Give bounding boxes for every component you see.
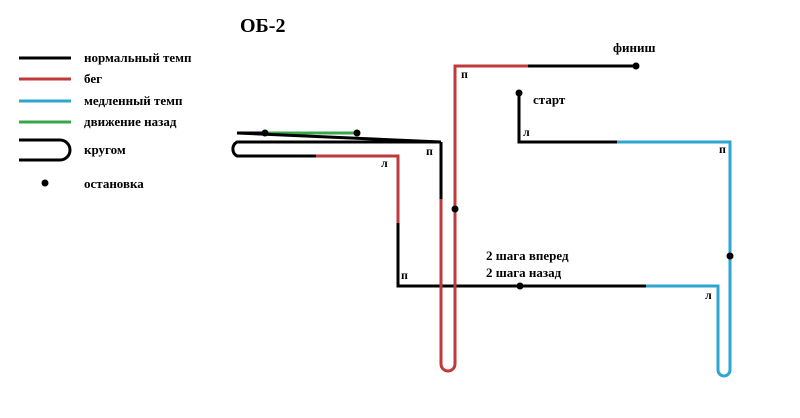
- route-turnaround-loop: [231, 140, 441, 158]
- diagram-title: ОБ-2: [240, 15, 285, 37]
- legend-label-run: бег: [84, 71, 102, 86]
- legend-label-slow: медленный темп: [84, 93, 183, 108]
- stop-dot-blue: [726, 252, 734, 260]
- route-run-segment-2: [439, 64, 528, 373]
- turn-marker-right-1: п: [426, 144, 433, 158]
- finish-dot: [632, 62, 640, 70]
- legend-label-back: движение назад: [84, 114, 177, 129]
- route-normal-segment-1: [236, 131, 442, 144]
- stop-dot-steps: [516, 282, 524, 290]
- start-label: старт: [533, 92, 566, 107]
- stop-dot-green-right: [353, 129, 361, 137]
- turn-marker-right-3: п: [719, 142, 726, 156]
- route-run-segment-1: [316, 154, 400, 223]
- route-normal-segment-5: [517, 93, 617, 144]
- legend-label-stop: остановка: [84, 176, 144, 191]
- route-slow-segment: [617, 140, 732, 378]
- legend: нормальный темп бег медленный темп движе…: [19, 50, 192, 191]
- route-normal-segment-3: [396, 223, 646, 288]
- turn-marker-left-2: л: [523, 125, 530, 139]
- turn-marker-right-4: п: [401, 268, 408, 282]
- start-dot: [515, 89, 523, 97]
- stop-dot-crossing: [451, 205, 459, 213]
- legend-label-normal: нормальный темп: [84, 50, 192, 65]
- legend-swatch-around: [19, 138, 72, 162]
- stops: [261, 62, 734, 290]
- legend-label-around: кругом: [84, 142, 126, 157]
- steps-forward-label: 2 шага вперед: [486, 248, 569, 263]
- legend-stop-dot: [41, 179, 49, 187]
- turn-marker-left-1: л: [381, 156, 388, 170]
- steps-back-label: 2 шага назад: [486, 265, 562, 280]
- stop-dot-green-left: [261, 129, 269, 137]
- turn-marker-left-3: л: [705, 288, 712, 302]
- route: [231, 64, 732, 378]
- finish-label: финиш: [613, 40, 655, 55]
- turn-marker-right-2: п: [461, 67, 468, 81]
